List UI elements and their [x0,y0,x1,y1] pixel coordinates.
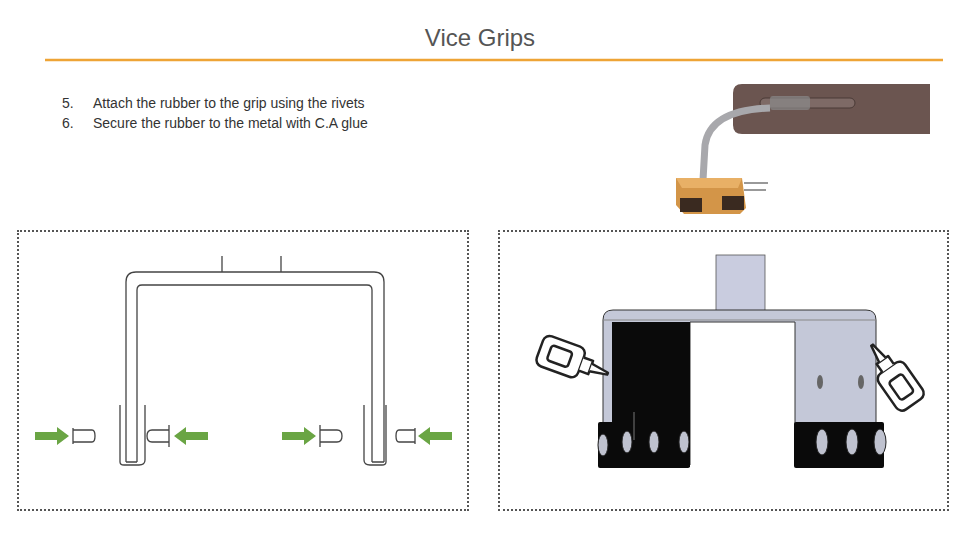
title-rule [45,59,943,62]
step-number: 6. [62,115,74,131]
step-text: Attach the rubber to the grip using the … [93,95,365,111]
bracket-render [534,255,926,468]
assembly-render [676,84,930,214]
step-text: Secure the rubber to the metal with C.A … [93,115,368,131]
slide-title: Vice Grips [0,24,960,52]
step-number: 5. [62,95,74,111]
bracket-line-drawing [73,256,415,465]
green-arrows [35,427,452,445]
